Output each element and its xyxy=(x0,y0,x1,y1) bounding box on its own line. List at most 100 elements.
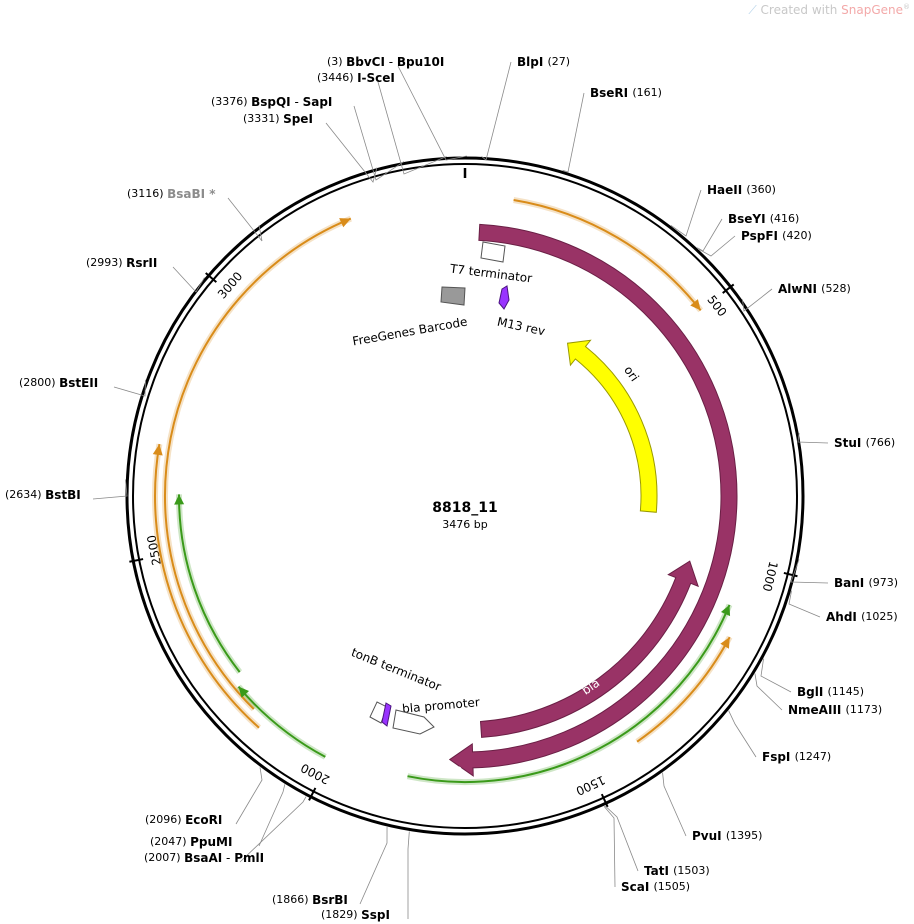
site-name: BglI xyxy=(797,685,828,699)
site-leader xyxy=(227,197,263,242)
site-label: BlpI (27) xyxy=(517,55,570,69)
watermark-prefix: Created with xyxy=(760,3,842,17)
bla-promoter-feature xyxy=(392,709,435,735)
tonb-terminator-label: tonB terminator xyxy=(349,645,443,694)
ori-label: ori xyxy=(621,363,641,384)
site-leader xyxy=(325,122,378,183)
site-label: (2634) BstBI xyxy=(5,488,81,502)
site-leader xyxy=(562,92,585,173)
site-name: PvuI xyxy=(692,829,726,843)
site-name: HaeII xyxy=(707,183,746,197)
site-leader xyxy=(754,673,783,711)
watermark: ⟋ Created with SnapGene® xyxy=(748,0,910,17)
site-separator: - xyxy=(291,95,303,109)
tick-label: 500 xyxy=(704,293,729,320)
site-label: NmeAIII (1173) xyxy=(788,703,882,717)
site-position: (27) xyxy=(548,55,571,68)
site-name: BseYI xyxy=(728,212,770,226)
orf-orange-4-glow xyxy=(152,443,261,730)
site-leader xyxy=(481,61,512,161)
site-name: I-SceI xyxy=(357,71,395,85)
orf-layer xyxy=(152,197,733,786)
site-name-2: Bpu10I xyxy=(397,55,444,69)
tick-label: 1000 xyxy=(760,560,781,593)
site-label: BglI (1145) xyxy=(797,685,864,699)
freegenes-barcode-feature xyxy=(440,286,466,306)
site-leader xyxy=(353,105,405,181)
site-name: BseRI xyxy=(590,86,632,100)
site-position: (2800) xyxy=(19,376,59,389)
site-position: (1025) xyxy=(861,610,898,623)
site-position: (1505) xyxy=(654,880,691,893)
site-label: StuI (766) xyxy=(834,436,895,450)
site-leader xyxy=(407,831,410,919)
site-leader xyxy=(603,806,616,888)
site-name: BstEII xyxy=(59,376,98,390)
site-leader xyxy=(790,559,829,584)
orf-orange-3-arrowhead xyxy=(339,218,351,228)
site-position: (3446) xyxy=(317,71,357,84)
site-label: ScaI (1505) xyxy=(621,880,690,894)
tick-mark xyxy=(722,283,735,294)
site-name-2: PmlI xyxy=(234,851,264,865)
site-name: BlpI xyxy=(517,55,548,69)
tick-mark xyxy=(129,558,144,563)
site-name: EcoRI xyxy=(185,813,222,827)
site-label: (3446) I-SceI xyxy=(317,71,395,85)
site-position: (1829) xyxy=(321,908,361,921)
site-label: AhdI (1025) xyxy=(826,610,898,624)
site-label: HaeII (360) xyxy=(707,183,776,197)
site-label: (3116) BsaBI * xyxy=(127,187,216,201)
site-leader xyxy=(788,590,821,618)
site-position: (1503) xyxy=(673,864,710,877)
site-name: SspI xyxy=(361,908,390,922)
backbone-ring xyxy=(125,156,805,836)
site-leader xyxy=(604,805,639,872)
plasmid-length: 3476 bp xyxy=(442,518,487,531)
site-name: RsrII xyxy=(126,256,157,270)
site-leader xyxy=(742,288,773,312)
tick-mark xyxy=(308,787,317,801)
site-leader xyxy=(698,235,736,257)
site-position: (3) xyxy=(327,55,346,68)
site-name: PpuMI xyxy=(190,835,232,849)
tick-mark xyxy=(205,272,217,283)
site-position: (3376) xyxy=(211,95,251,108)
ori-feature xyxy=(566,339,658,513)
site-label: (3) BbvCI - Bpu10I xyxy=(327,55,444,69)
site-name: PspFI xyxy=(741,229,782,243)
site-layer: (3) BbvCI - Bpu10I (3446) I-SceI (3376) Bs… xyxy=(5,55,898,922)
site-position: (2047) xyxy=(150,835,190,848)
site-name: SpeI xyxy=(283,112,313,126)
orf-orange-4-arrowhead xyxy=(152,444,163,456)
orf-orange-1-glow xyxy=(513,197,704,313)
tick-mark xyxy=(783,571,798,578)
site-label: BseRI (161) xyxy=(590,86,662,100)
site-position: (161) xyxy=(632,86,662,99)
site-label: (2047) PpuMI xyxy=(150,835,232,849)
site-position: (528) xyxy=(821,282,851,295)
site-position: (1173) xyxy=(846,703,883,716)
orf-orange-1-arrowhead xyxy=(690,299,701,311)
site-leader xyxy=(760,658,792,693)
t7-terminator-feature xyxy=(480,241,506,263)
site-label: BseYI (416) xyxy=(728,212,799,226)
tick-mark xyxy=(600,793,609,808)
site-position: (3116) xyxy=(127,187,167,200)
site-label: (2007) BsaAI - PmlI xyxy=(144,851,264,865)
m13-rev-label: M13 rev xyxy=(496,315,546,339)
site-label: FspI (1247) xyxy=(762,750,831,764)
site-position: (1395) xyxy=(726,829,763,842)
watermark-mark: ® xyxy=(903,3,910,11)
site-position: (420) xyxy=(782,229,812,242)
site-name: TatI xyxy=(644,864,673,878)
snapgene-logo-icon: ⟋ xyxy=(748,3,757,17)
site-label: AlwNI (528) xyxy=(778,282,851,296)
site-name: BspQI xyxy=(251,95,291,109)
site-leader xyxy=(92,479,128,500)
site-leader xyxy=(113,379,146,397)
site-leader xyxy=(239,796,307,863)
site-separator: - xyxy=(385,55,397,69)
